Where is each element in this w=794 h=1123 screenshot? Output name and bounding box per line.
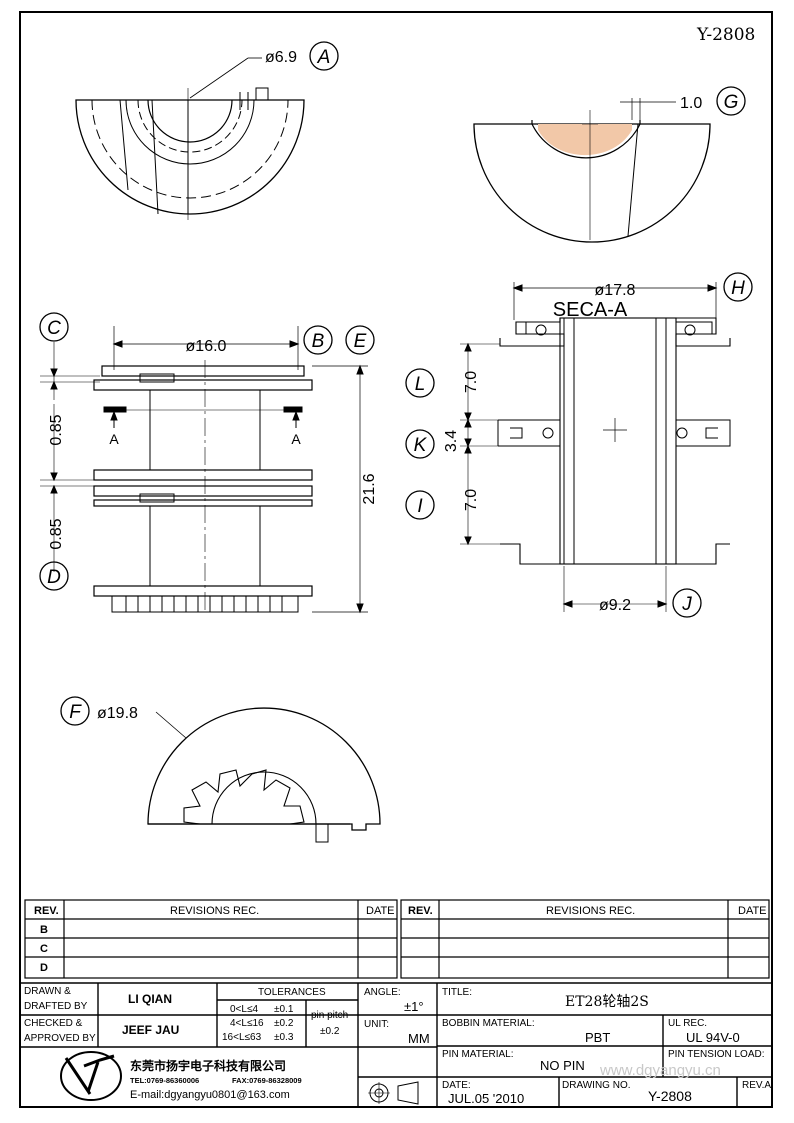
unit-value: MM	[408, 1031, 430, 1046]
dim-f-label: ø19.8	[97, 705, 138, 722]
callout-g: G	[716, 86, 746, 116]
pin-pitch-tol: ±0.2	[320, 1026, 340, 1037]
callout-i: I	[405, 490, 435, 520]
title-label: TITLE:	[442, 987, 473, 998]
dim-b-label: ø16.0	[186, 338, 227, 355]
dim-c-label: 0.85	[48, 414, 65, 445]
dim-d-label: 0.85	[48, 518, 65, 549]
tol-range-3: 16<L≤63	[222, 1032, 262, 1043]
angle-label: ANGLE:	[364, 987, 401, 998]
callout-l: L	[405, 368, 435, 398]
revisions-header-left: REVISIONS REC.	[170, 905, 260, 917]
svg-text:I: I	[417, 496, 423, 517]
revisions-header-right: REVISIONS REC.	[546, 905, 636, 917]
view-g-top-section	[473, 98, 711, 243]
dim-l-label: 7.0	[463, 371, 480, 393]
approved-by-value: JEEF JAU	[122, 1023, 180, 1037]
rev-header-left: REV.	[34, 905, 59, 917]
checked-label: CHECKED &	[24, 1018, 83, 1029]
dim-h-label: ø17.8	[595, 282, 636, 299]
section-title: SECA-A	[553, 299, 628, 321]
callout-h: H	[723, 272, 753, 302]
tolerances-label: TOLERANCES	[258, 987, 326, 998]
bobbin-material-label: BOBBIN MATERIAL:	[442, 1018, 535, 1029]
view-front-bobbin	[40, 326, 368, 614]
unit-label: UNIT:	[364, 1019, 389, 1030]
title-block-grid	[21, 982, 771, 1108]
pin-material-value: NO PIN	[540, 1058, 585, 1073]
svg-text:E: E	[354, 331, 367, 352]
tol-range-1: 0<L≤4	[230, 1004, 259, 1015]
approved-label: APPROVED BY	[24, 1033, 96, 1044]
view-a-top-section	[75, 57, 305, 220]
drawing-number-top: Y-2808	[696, 25, 755, 45]
svg-text:B: B	[312, 331, 325, 352]
svg-text:C: C	[47, 318, 61, 339]
drawing-no-label: DRAWING NO.	[562, 1080, 631, 1091]
callout-j: J	[672, 588, 702, 618]
svg-text:J: J	[681, 594, 692, 615]
drawing-no-value: Y-2808	[648, 1088, 692, 1104]
callout-d: D	[39, 561, 69, 591]
company-fax: FAX:0769-86328009	[232, 1076, 302, 1085]
revision-table-right	[400, 899, 770, 979]
ul-rec-label: UL REC.	[668, 1018, 708, 1029]
dim-i-label: 7.0	[463, 489, 480, 511]
view-f-bottom	[147, 707, 381, 843]
tol-value-1: ±0.1	[274, 1004, 294, 1015]
dim-j-label: ø9.2	[599, 597, 631, 614]
date-header-right: DATE	[738, 905, 767, 917]
revision-table-left	[24, 899, 398, 979]
svg-text:G: G	[724, 92, 739, 113]
company-name: 东莞市扬宇电子科技有限公司	[130, 1059, 287, 1073]
dim-g-label: 1.0	[680, 95, 702, 112]
svg-text:D: D	[47, 567, 61, 588]
drafted-label: DRAFTED BY	[24, 1001, 88, 1012]
callout-c: C	[39, 312, 69, 342]
svg-text:A: A	[317, 47, 331, 68]
watermark: www.dgyangyu.cn	[600, 1062, 721, 1079]
pin-tension-label: PIN TENSION LOAD:	[668, 1049, 765, 1060]
rev-row-b: B	[40, 924, 48, 936]
date-label: DATE:	[442, 1080, 471, 1091]
callout-f: F	[60, 696, 90, 726]
callout-a: A	[309, 41, 339, 71]
company-logo	[60, 1051, 122, 1101]
callout-k: K	[405, 429, 435, 459]
svg-text:L: L	[415, 374, 426, 395]
rev-row-d: D	[40, 962, 48, 974]
rev-label: REV.A	[742, 1080, 772, 1091]
projection-symbol-icon	[368, 1081, 419, 1105]
callout-e: E	[345, 325, 375, 355]
tol-range-2: 4<L≤16	[230, 1018, 264, 1029]
ul-rec-value: UL 94V-0	[686, 1030, 740, 1045]
drawn-label: DRAWN &	[24, 986, 71, 997]
title-value: ET28轮轴2S	[565, 994, 649, 1010]
pin-material-label: PIN MATERIAL:	[442, 1049, 514, 1060]
dim-a-label: ø6.9	[265, 49, 297, 66]
section-marker-right: A	[291, 431, 301, 447]
dim-e-label: 21.6	[361, 473, 378, 504]
view-section-a-a	[460, 282, 731, 612]
svg-text:H: H	[731, 278, 745, 299]
company-email: E-mail:dgyangyu0801@163.com	[130, 1089, 290, 1101]
company-tel: TEL:0769-86360006	[130, 1076, 200, 1085]
angle-value: ±1°	[404, 999, 424, 1014]
svg-text:F: F	[69, 702, 82, 723]
rev-header-right: REV.	[408, 905, 433, 917]
pin-pitch-label: pin pitch	[311, 1010, 349, 1021]
drawing-frame	[19, 11, 773, 1108]
bobbin-material-value: PBT	[585, 1030, 611, 1045]
rev-row-c: C	[40, 943, 48, 955]
date-value: JUL.05 '2010	[448, 1091, 525, 1106]
svg-text:K: K	[414, 435, 428, 456]
section-marker-left: A	[109, 431, 119, 447]
tol-value-3: ±0.3	[274, 1032, 294, 1043]
date-header-left: DATE	[366, 905, 395, 917]
callout-b: B	[303, 325, 333, 355]
dim-k-label: 3.4	[443, 430, 460, 452]
drawn-by-value: LI QIAN	[128, 992, 172, 1006]
tol-value-2: ±0.2	[274, 1018, 294, 1029]
